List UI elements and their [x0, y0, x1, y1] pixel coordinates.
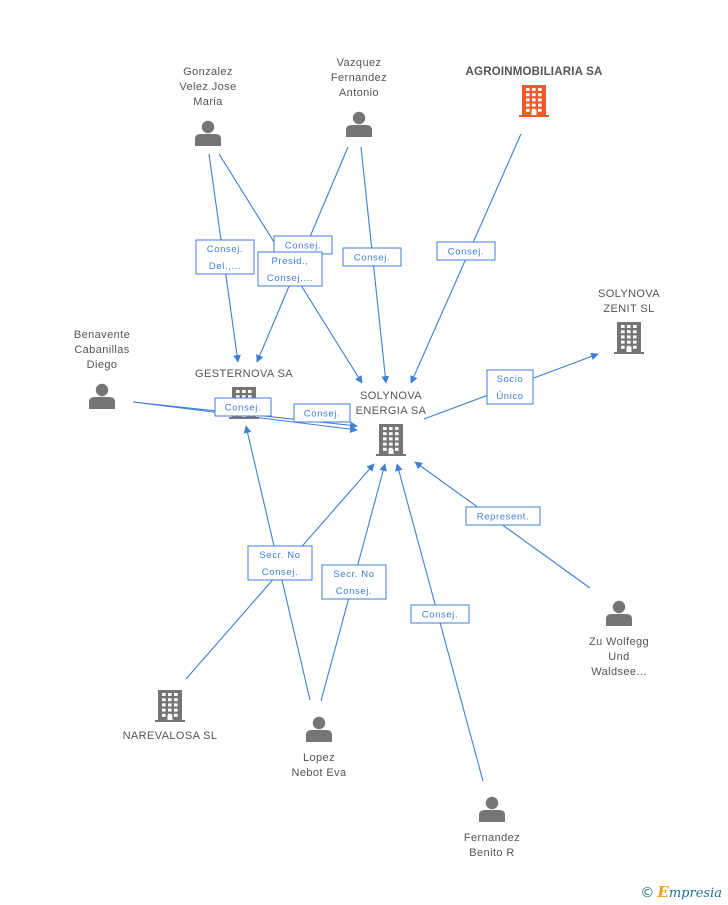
edge-label-text: Consej.	[422, 610, 458, 621]
edge-label-box	[247, 545, 313, 581]
node-label[interactable]: Benavente	[74, 329, 130, 341]
node-label[interactable]: AGROINMOBILIARIA SA	[466, 66, 603, 78]
person-icon[interactable]	[195, 120, 221, 146]
node-narevalosa[interactable]: NAREVALOSA SL	[123, 690, 218, 742]
edge-label-box	[195, 239, 255, 275]
edge-label-box	[321, 564, 387, 600]
edge-label-box	[486, 369, 534, 405]
node-label[interactable]: Nebot Eva	[292, 767, 347, 779]
node-label[interactable]: Diego	[87, 359, 118, 371]
edge-label[interactable]: Consej.	[273, 235, 333, 255]
edge-label-box	[410, 604, 470, 624]
node-label[interactable]: Benito R	[469, 847, 514, 859]
edge-label-text: Consej.	[225, 403, 261, 414]
node-label[interactable]: Fernandez	[464, 832, 520, 844]
person-icon[interactable]	[306, 716, 332, 742]
brand-initial: E	[657, 883, 669, 901]
node-label[interactable]: Zu Wolfegg	[589, 636, 649, 648]
company-building-icon[interactable]	[519, 85, 549, 117]
edge-label-text: Consej.	[285, 241, 321, 252]
node-label[interactable]: ZENIT SL	[603, 303, 654, 315]
edge-label[interactable]: Consej. Del.,...	[195, 239, 255, 275]
edge-label-box	[465, 506, 541, 526]
node-label[interactable]: Und	[608, 651, 629, 663]
node-label[interactable]: Vazquez	[337, 57, 382, 69]
edge-label-text: Consej.	[448, 247, 484, 258]
edge-label-box	[293, 403, 351, 423]
node-label[interactable]: GESTERNOVA SA	[195, 368, 293, 380]
edge-label-text: Secr. No	[333, 569, 374, 580]
node-label[interactable]: Fernandez	[331, 72, 387, 84]
edge-labels-layer: Consej. Del.,... Consej. Presid., Consej....…	[195, 235, 541, 624]
node-solyenergia[interactable]: SOLYNOVA ENERGIA SA	[356, 390, 427, 456]
node-solyzenit[interactable]: SOLYNOVA ZENIT SL	[598, 288, 660, 354]
edge-label[interactable]: Secr. No Consej.	[247, 545, 313, 581]
edges-layer	[132, 133, 599, 782]
edge-label[interactable]: Consej.	[410, 604, 470, 624]
copyright-icon: ©	[640, 885, 655, 901]
node-label[interactable]: ENERGIA SA	[356, 405, 427, 417]
person-icon[interactable]	[606, 600, 632, 626]
edge-label-box	[342, 247, 402, 267]
edge-label-text: Consej.	[304, 409, 340, 420]
node-label[interactable]: Gonzalez	[183, 66, 233, 78]
node-label[interactable]: Maria	[193, 96, 223, 108]
edge-label[interactable]: Represent.	[465, 506, 541, 526]
edge-label-text: Único	[496, 391, 523, 402]
edge-label-text: Socio	[497, 374, 524, 385]
node-label[interactable]: SOLYNOVA	[598, 288, 660, 300]
edge-label-text: Consej.	[207, 244, 243, 255]
edge-label-text: Represent.	[477, 512, 529, 523]
edge-label-text: Consej.	[336, 586, 372, 597]
edge-label-box	[257, 251, 323, 287]
edge-label[interactable]: Consej.	[293, 403, 351, 423]
node-label[interactable]: SOLYNOVA	[360, 390, 422, 402]
company-building-icon[interactable]	[376, 424, 406, 456]
empresia-footer[interactable]: ©Empresia	[640, 883, 722, 901]
node-label[interactable]: Antonio	[339, 87, 379, 99]
person-icon[interactable]	[89, 383, 115, 409]
edge-label[interactable]: Consej.	[436, 241, 496, 261]
edge-label-text: Consej.	[354, 253, 390, 264]
edge-label-text: Presid.,	[271, 256, 308, 267]
edge-label[interactable]: Secr. No Consej.	[321, 564, 387, 600]
edge-label-text: Del.,...	[209, 261, 241, 272]
edge-label-box	[436, 241, 496, 261]
brand-name: mpresia	[668, 886, 722, 901]
edge-label[interactable]: Consej.	[342, 247, 402, 267]
person-icon[interactable]	[479, 796, 505, 822]
edge-label[interactable]: Consej.	[214, 397, 272, 417]
node-zu[interactable]: Zu WolfeggUndWaldsee...	[589, 600, 649, 678]
company-building-icon[interactable]	[614, 322, 644, 354]
node-label[interactable]: Waldsee...	[591, 666, 647, 678]
edge-label[interactable]: Presid., Consej....	[257, 251, 323, 287]
edge-label-box	[214, 397, 272, 417]
node-label[interactable]: Cabanillas	[74, 344, 129, 356]
edge-label-text: Consej.	[262, 567, 298, 578]
node-label[interactable]: NAREVALOSA SL	[123, 730, 218, 742]
edge-label-text: Secr. No	[259, 550, 300, 561]
person-icon[interactable]	[346, 111, 372, 137]
node-agro[interactable]: AGROINMOBILIARIA SA	[466, 66, 603, 117]
edge-label-text: Consej....	[267, 273, 313, 284]
company-building-icon[interactable]	[155, 690, 185, 722]
node-label[interactable]: Velez Jose	[179, 81, 236, 93]
node-label[interactable]: Lopez	[303, 752, 335, 764]
